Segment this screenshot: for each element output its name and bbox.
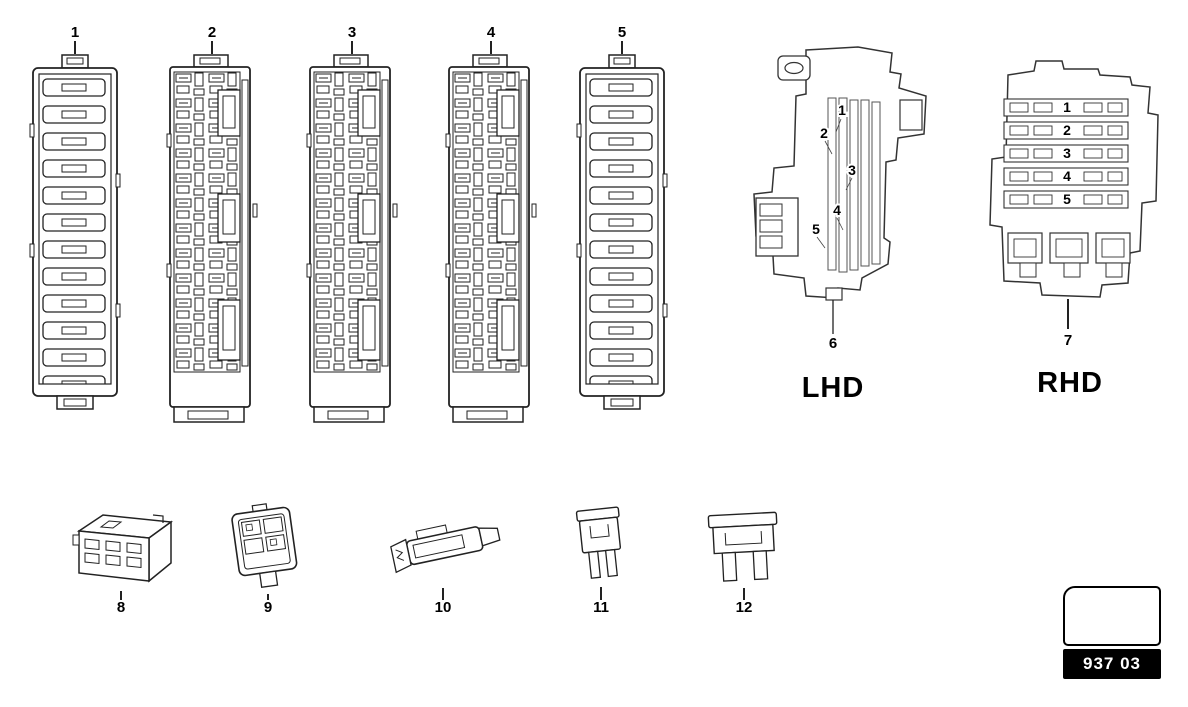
connector-block-drawing bbox=[72, 514, 174, 583]
part-number-label[interactable]: 11 bbox=[593, 599, 609, 616]
legend-frame bbox=[1063, 586, 1161, 646]
rhd-title: RHD bbox=[1037, 367, 1103, 399]
fuse-carrier-loaded-drawing bbox=[166, 54, 258, 423]
part-number-label[interactable]: 9 bbox=[263, 599, 273, 616]
part-number-label[interactable]: 4 bbox=[486, 24, 496, 41]
fuse-carrier-loaded-drawing bbox=[445, 54, 537, 423]
leader-line bbox=[120, 591, 122, 600]
part-number-label[interactable]: 12 bbox=[735, 599, 753, 616]
leader-line bbox=[600, 587, 602, 600]
mounting-clip-drawing bbox=[390, 524, 501, 574]
rhd-assembly: 1 2 3 4 5 7 RHD bbox=[980, 55, 1170, 455]
rhd-callout-4[interactable]: 4 bbox=[1061, 166, 1073, 186]
lhd-callout-2[interactable]: 2 bbox=[818, 123, 830, 143]
fuse-carrier-part-3: 3 bbox=[306, 25, 398, 426]
rhd-callout-5[interactable]: 5 bbox=[1061, 189, 1073, 209]
leader-line bbox=[621, 41, 623, 54]
fuse-carrier-part-1: 1 bbox=[29, 25, 121, 412]
diagram-code: 937 03 bbox=[1063, 649, 1161, 679]
rhd-callout-2[interactable]: 2 bbox=[1061, 120, 1073, 140]
part-number-label[interactable]: 8 bbox=[116, 599, 126, 616]
blade-fuse-drawing bbox=[707, 511, 778, 582]
part-number-label[interactable]: 1 bbox=[70, 24, 80, 41]
mounting-clip-part-10: 10 bbox=[380, 506, 506, 616]
rhd-fusebox-drawing: 1 2 3 4 5 bbox=[989, 60, 1159, 298]
rhd-callout-3[interactable]: 3 bbox=[1061, 143, 1073, 163]
fuse-carrier-part-5: 5 bbox=[576, 25, 668, 412]
fuse-carrier-loaded-drawing bbox=[306, 54, 398, 423]
fuse-carrier-empty-drawing bbox=[29, 54, 121, 410]
lhd-callout-3[interactable]: 3 bbox=[846, 160, 858, 180]
part-number-label[interactable]: 5 bbox=[617, 24, 627, 41]
leader-line bbox=[490, 41, 492, 54]
leader-line bbox=[74, 41, 76, 54]
lhd-callout-5[interactable]: 5 bbox=[810, 219, 822, 239]
blade-fuse-part-12: 12 bbox=[702, 508, 786, 616]
part-number-label[interactable]: 3 bbox=[347, 24, 357, 41]
fuse-carrier-part-2: 2 bbox=[166, 25, 258, 426]
leader-line bbox=[743, 588, 745, 600]
lhd-callout-4[interactable]: 4 bbox=[831, 200, 843, 220]
leader-line bbox=[1067, 299, 1069, 329]
lhd-title: LHD bbox=[801, 372, 865, 404]
connector-housing-drawing bbox=[231, 503, 298, 589]
part-number-label[interactable]: 7 bbox=[1063, 332, 1073, 349]
lhd-fusebox-drawing: 1 2 3 4 5 bbox=[753, 46, 927, 334]
lhd-assembly: 1 2 3 4 5 6 LHD bbox=[740, 42, 945, 452]
leader-line bbox=[267, 594, 269, 600]
leader-line bbox=[442, 588, 444, 600]
part-number-label[interactable]: 10 bbox=[434, 599, 452, 616]
mini-fuse-drawing bbox=[575, 506, 622, 579]
part-number-label[interactable]: 6 bbox=[828, 335, 838, 352]
diagram-legend: 937 03 bbox=[1063, 586, 1161, 679]
fuse-carrier-part-4: 4 bbox=[445, 25, 537, 426]
connector-housing-part-9: 9 bbox=[218, 498, 318, 616]
part-number-label[interactable]: 2 bbox=[207, 24, 217, 41]
leader-line bbox=[351, 41, 353, 54]
mini-fuse-part-11: 11 bbox=[568, 503, 634, 616]
connector-block-part-8: 8 bbox=[65, 505, 177, 616]
rhd-callout-1[interactable]: 1 bbox=[1061, 97, 1073, 117]
fuse-carrier-empty-drawing bbox=[576, 54, 668, 410]
lhd-callout-1[interactable]: 1 bbox=[836, 100, 848, 120]
leader-line bbox=[211, 41, 213, 54]
